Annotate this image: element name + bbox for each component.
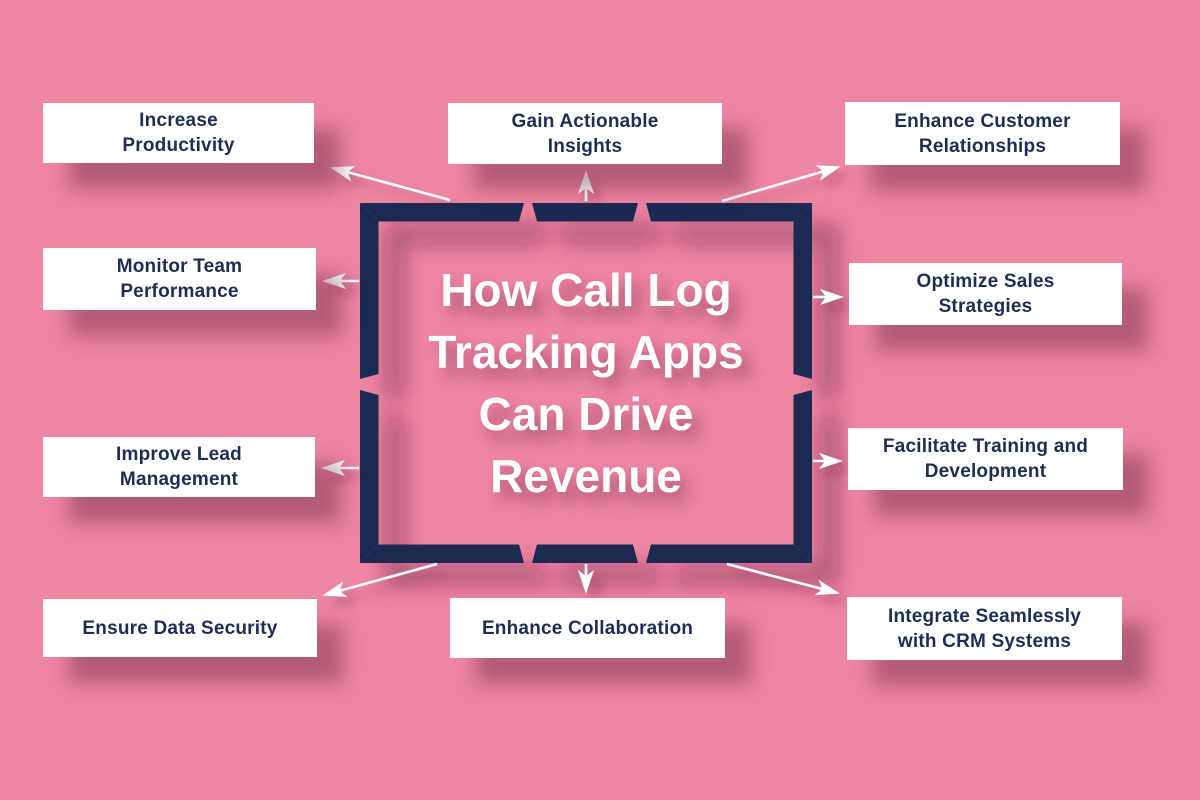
- frame-segment-right-lower: [793, 390, 812, 563]
- connector-arrows: [321, 165, 844, 597]
- center-frame: [360, 203, 812, 563]
- frame-segment-top-left: [360, 203, 524, 222]
- arrow-to-ensure-data-security: [322, 562, 438, 597]
- frame-segment-top-middle: [532, 203, 638, 222]
- arrow-to-integrate-crm: [726, 562, 840, 596]
- node-ensure-data-security: Ensure Data Security: [43, 599, 317, 657]
- frame-segment-bottom-middle: [532, 544, 638, 563]
- frame-segment-top-right: [646, 203, 812, 222]
- frame-segment-left-upper: [360, 203, 379, 379]
- frame-segment-left-lower: [360, 390, 379, 563]
- arrow-to-increase-productivity: [330, 166, 451, 202]
- frame-segment-right-upper: [793, 203, 812, 379]
- arrow-to-enhance-customer-relationships: [721, 165, 841, 203]
- frame-segment-bottom-right: [646, 544, 812, 563]
- frame-segment-bottom-left: [360, 544, 524, 563]
- node-enhance-collaboration: Enhance Collaboration: [450, 598, 725, 658]
